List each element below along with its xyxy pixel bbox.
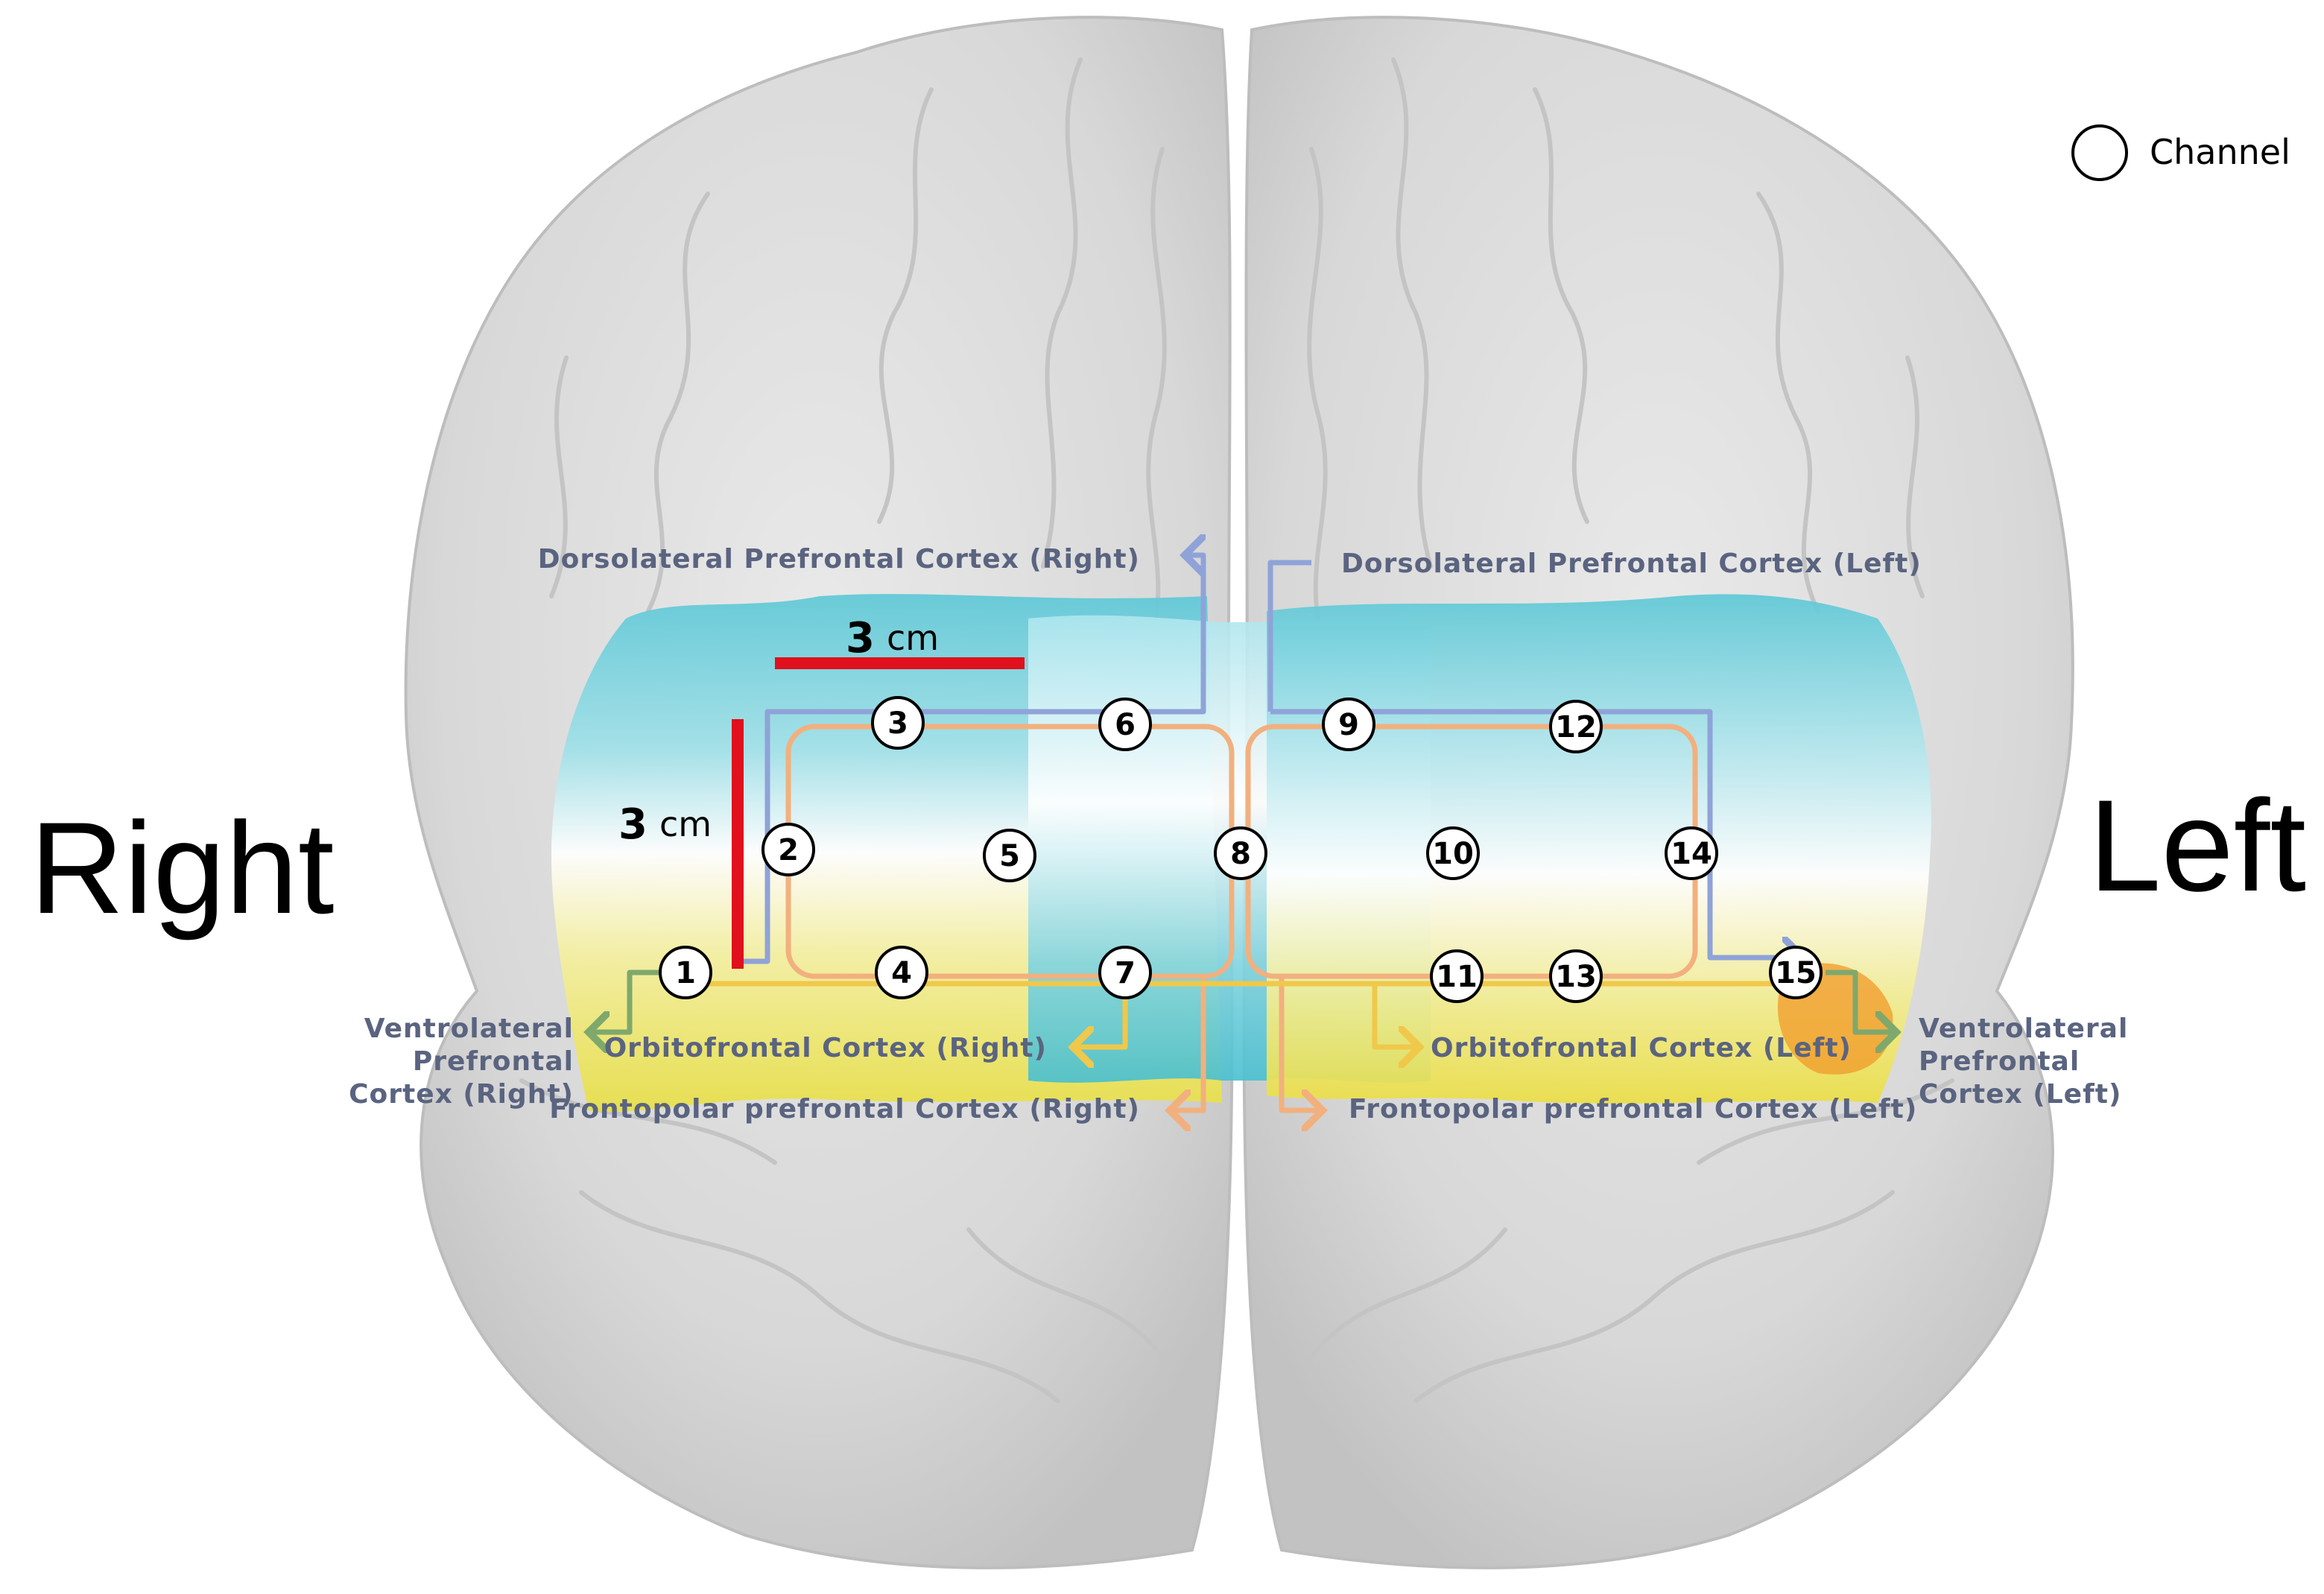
label-vlpfc-right-line2: Prefrontal bbox=[413, 1046, 574, 1077]
channel-15: 15 bbox=[1769, 946, 1823, 999]
legend: Channel bbox=[2071, 124, 2290, 181]
channel-label: 9 bbox=[1338, 708, 1359, 742]
channel-4: 4 bbox=[875, 946, 928, 999]
label-ofc-right: Orbitofrontal Cortex (Right) bbox=[604, 1033, 1047, 1063]
channel-label: 4 bbox=[891, 956, 912, 990]
dlpfc-right-line bbox=[734, 555, 1206, 964]
gyri-contours bbox=[519, 57, 1954, 1403]
scale-vertical-value: 3 bbox=[618, 800, 648, 849]
frontopolar-right-arrow bbox=[1170, 976, 1206, 1110]
channel-circle-icon bbox=[875, 946, 928, 999]
channel-circle-icon bbox=[762, 823, 815, 876]
channel-6: 6 bbox=[1098, 698, 1152, 751]
channel-13: 13 bbox=[1549, 949, 1603, 1003]
scale-bars: 3 cm 3 cm bbox=[618, 614, 1025, 969]
vlpfc-left-line bbox=[1826, 970, 1896, 1032]
label-ofc-left: Orbitofrontal Cortex (Left) bbox=[1431, 1033, 1852, 1063]
vlpfc-right-line bbox=[589, 970, 686, 1032]
channel-label: 2 bbox=[778, 833, 799, 867]
channel-label: 8 bbox=[1230, 837, 1251, 871]
label-fppfc-right: Frontopolar prefrontal Cortex (Right) bbox=[549, 1094, 1140, 1125]
label-dlpfc-right: Dorsolateral Prefrontal Cortex (Right) bbox=[538, 544, 1140, 575]
channel-label: 6 bbox=[1115, 708, 1136, 742]
label-vlpfc-right-line3: Cortex (Right) bbox=[349, 1079, 574, 1110]
channel-8: 8 bbox=[1214, 826, 1267, 880]
channel-label: 3 bbox=[887, 706, 908, 741]
channel-circle-icon bbox=[983, 829, 1036, 882]
channel-label: 5 bbox=[999, 839, 1020, 873]
channel-circle-icon bbox=[1098, 698, 1152, 751]
channel-1: 1 bbox=[659, 946, 712, 999]
channel-label: 10 bbox=[1432, 837, 1474, 871]
orbitofrontal-right-arrow bbox=[1073, 984, 1128, 1047]
legend-label: Channel bbox=[2150, 132, 2290, 172]
brain-illustration bbox=[404, 16, 2074, 1569]
side-label-left: Left bbox=[2089, 774, 2306, 919]
channel-circle-icon bbox=[871, 696, 925, 750]
channel-label: 13 bbox=[1555, 960, 1597, 994]
channel-label: 12 bbox=[1555, 710, 1597, 744]
channel-14: 14 bbox=[1665, 826, 1718, 880]
channel-label: 11 bbox=[1436, 960, 1478, 994]
scale-horizontal-unit: cm bbox=[887, 618, 939, 658]
label-vlpfc-left-line1: Ventrolateral bbox=[1919, 1013, 2128, 1044]
channel-label: 7 bbox=[1115, 956, 1136, 990]
channel-label: 1 bbox=[675, 956, 696, 990]
channel-10: 10 bbox=[1426, 826, 1480, 880]
channel-circle-icon bbox=[1430, 949, 1484, 1003]
channel-circle-icon bbox=[659, 946, 712, 999]
region-labels: Dorsolateral Prefrontal Cortex (Right) D… bbox=[349, 544, 2128, 1125]
label-vlpfc-left-line2: Prefrontal bbox=[1919, 1046, 2080, 1077]
side-label-right: Right bbox=[30, 796, 335, 941]
channel-circle-icon bbox=[1214, 826, 1267, 880]
channel-label: 14 bbox=[1671, 837, 1712, 871]
frontopolar-left-arrow bbox=[1279, 976, 1323, 1110]
label-dlpfc-left: Dorsolateral Prefrontal Cortex (Left) bbox=[1341, 548, 1922, 579]
label-vlpfc-left-line3: Cortex (Left) bbox=[1919, 1079, 2121, 1110]
scale-horizontal-value: 3 bbox=[846, 614, 875, 662]
channel-circle-icon bbox=[2071, 124, 2128, 181]
channel-circle-icon bbox=[1769, 946, 1823, 999]
label-vlpfc-right-line1: Ventrolateral bbox=[364, 1013, 574, 1044]
channel-5: 5 bbox=[983, 829, 1036, 882]
channel-9: 9 bbox=[1322, 698, 1375, 751]
scale-vertical-unit: cm bbox=[659, 804, 712, 844]
channel-circle-icon bbox=[1322, 698, 1375, 751]
orbitofrontal-left-arrow bbox=[1372, 984, 1419, 1047]
channel-3: 3 bbox=[871, 696, 925, 750]
channel-12: 12 bbox=[1549, 700, 1603, 753]
channel-label: 15 bbox=[1775, 956, 1817, 990]
channel-2: 2 bbox=[762, 823, 815, 876]
channel-circle-icon bbox=[1098, 946, 1152, 999]
label-fppfc-left: Frontopolar prefrontal Cortex (Left) bbox=[1349, 1094, 1917, 1125]
channel-11: 11 bbox=[1430, 949, 1484, 1003]
channel-circle-icon bbox=[1549, 700, 1603, 753]
channel-circle-icon bbox=[1665, 826, 1718, 880]
channel-circle-icon bbox=[1549, 949, 1603, 1003]
channel-7: 7 bbox=[1098, 946, 1152, 999]
channel-circle-icon bbox=[1426, 826, 1480, 880]
